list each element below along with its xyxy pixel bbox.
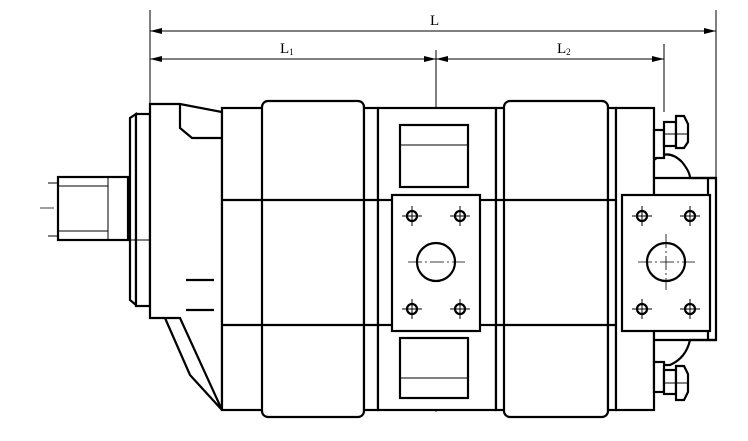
mounting-flange bbox=[128, 111, 152, 308]
fitting-top-nut bbox=[674, 114, 690, 150]
middle-upper-window bbox=[398, 123, 470, 189]
dimension-lines: L L1 L2 bbox=[149, 10, 717, 180]
port-plate-1 bbox=[390, 193, 482, 333]
fitting-top-base bbox=[652, 128, 666, 160]
first-section-ring bbox=[362, 106, 380, 412]
front-cover bbox=[148, 102, 224, 411]
second-gear-section bbox=[494, 99, 618, 419]
arrow-l1-right bbox=[424, 56, 436, 62]
second-section-body bbox=[502, 99, 610, 419]
arrow-l1-left bbox=[150, 56, 162, 62]
dimension-label-l1: L1 bbox=[280, 41, 294, 57]
shaft-body bbox=[56, 175, 130, 242]
dimension-label-l2: L2 bbox=[557, 41, 571, 57]
fitting-top bbox=[652, 114, 690, 160]
drive-shaft bbox=[48, 175, 130, 242]
fitting-bottom-hex bbox=[662, 368, 678, 396]
first-section-plate bbox=[220, 106, 266, 412]
middle-lower-window bbox=[398, 336, 470, 400]
first-gear-section bbox=[220, 99, 380, 419]
bolt-crosshairs bbox=[402, 206, 470, 319]
second-section-ring-right bbox=[606, 106, 618, 412]
arrow-l2-right bbox=[652, 56, 664, 62]
port-plate-1-bolts bbox=[402, 206, 470, 319]
port-plate-2-bolts bbox=[632, 206, 700, 319]
bolt-crosshairs bbox=[632, 206, 700, 319]
dimension-label-l: L bbox=[430, 13, 439, 29]
fitting-bottom-base bbox=[652, 360, 666, 394]
front-cover-boss bbox=[178, 104, 222, 140]
arrow-l-right bbox=[704, 28, 716, 34]
port-plate-2 bbox=[620, 193, 712, 333]
arrow-l-left bbox=[150, 28, 162, 34]
front-cover-taper bbox=[163, 317, 223, 411]
flange-pilot bbox=[134, 112, 152, 308]
arrow-l2-left bbox=[436, 56, 448, 62]
first-section-body bbox=[260, 99, 366, 419]
fitting-bottom bbox=[652, 360, 690, 402]
